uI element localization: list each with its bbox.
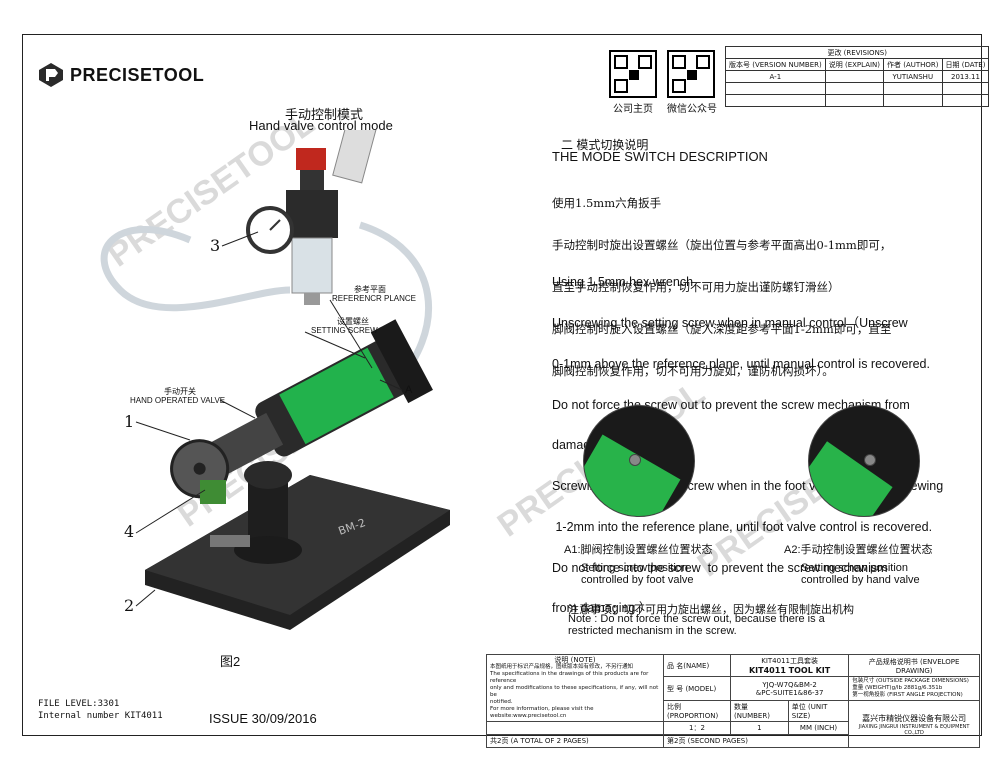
photo-foot-valve bbox=[583, 405, 695, 517]
qr-label: 公司主页 bbox=[613, 104, 653, 115]
rev-explain bbox=[824, 70, 885, 83]
spec-row: 重量 (WEIGHT)g/lb 2881g/6.351b bbox=[852, 685, 976, 692]
qr-wechat: 微信公众号 bbox=[667, 50, 717, 115]
title-note: 说明 (NOTE) 本图纸用于标识产品规格，图纸版本如有修改，不另行通知 The… bbox=[486, 654, 664, 722]
note-line: The specifications in the drawings of th… bbox=[490, 670, 649, 684]
spec-row: 包装尺寸 (OUTSIDE PACKAGE DIMENSIONS) bbox=[852, 678, 976, 685]
model-line2: &PC-SUITE1&86-37 bbox=[755, 688, 824, 697]
label-screw-en: SETTING SCREW bbox=[311, 326, 378, 335]
photo1-line1: Setting screw position bbox=[581, 562, 688, 574]
brand-logo: PRECISETOOL bbox=[38, 62, 204, 88]
proportion-label: 比例 (PROPORTION) bbox=[663, 700, 731, 722]
rev-version: A-1 bbox=[725, 70, 826, 83]
unit-label: 单位 (UNIT SIZE) bbox=[787, 700, 850, 722]
spec-label: 重量 (WEIGHT)g/lb bbox=[852, 685, 902, 691]
en-line: 0-1mm above the reference plane, until m… bbox=[552, 356, 930, 371]
company-cn: 嘉兴市精锐仪器设备有限公司 bbox=[862, 713, 967, 723]
cn-line: 使用1.5mm六角扳手 bbox=[552, 196, 662, 210]
rev-col-date: 日期 (DATE) bbox=[941, 58, 990, 71]
drawing-title: 产品规格说明书 (ENVELOPE DRAWING) bbox=[848, 654, 980, 677]
callout-2: 2 bbox=[124, 596, 135, 615]
label-ref-en: REFERENCR PLANCE bbox=[332, 294, 417, 303]
photo2-title: A2:手动控制设置螺丝位置状态 bbox=[784, 544, 933, 556]
en-line: Unscrewing the setting screw when in man… bbox=[552, 315, 908, 330]
spec-label: 包装尺寸 (OUTSIDE PACKAGE DIMENSIONS) bbox=[852, 678, 969, 684]
page-number: 第2页 (SECOND PAGES) bbox=[662, 734, 850, 748]
model-value: YJQ-W7Q&BM-2 &PC-SUITE1&86-37 bbox=[729, 676, 850, 701]
number-value: 1 bbox=[730, 721, 789, 735]
photo2-line2: controlled by hand valve bbox=[801, 574, 920, 586]
description-cn: 使用1.5mm六角扳手 手动控制时旋出设置螺丝（旋出位置与参考平面高出0-1mm… bbox=[552, 168, 891, 392]
label-a: A bbox=[405, 384, 413, 396]
qr-label: 微信公众号 bbox=[667, 104, 717, 115]
note-line: only and modifications to these specific… bbox=[490, 684, 659, 698]
company-block: 嘉兴市精锐仪器设备有限公司 JIAXING JINGRUI INSTRUMENT… bbox=[848, 700, 980, 748]
internal-number: Internal number KIT4011 bbox=[38, 711, 163, 721]
title-block: 说明 (NOTE) 本图纸用于标识产品规格，图纸版本如有修改，不另行通知 The… bbox=[486, 654, 980, 748]
rev-col-explain: 说明 (EXPLAIN) bbox=[824, 58, 885, 71]
rev-col-version: 版本号 (VERSION NUMBER) bbox=[725, 58, 826, 71]
spec-row: 第一视角投影 (FIRST ANGLE PROJECTION) bbox=[852, 692, 976, 699]
photo1-line2: controlled by foot valve bbox=[581, 574, 694, 586]
note-en-2: restricted mechanism in the screw. bbox=[568, 625, 737, 637]
product-name: KIT4011工具套装 KIT4011 TOOL KIT bbox=[729, 654, 850, 677]
en-line: Using 1.5mm hex wrench bbox=[552, 275, 694, 290]
rev-date: 2013.11 bbox=[941, 70, 990, 83]
product-name-cn: KIT4011工具套装 bbox=[761, 657, 818, 665]
company-en: JIAXING JINGRUI INSTRUMENT & EQUIPMENT C… bbox=[858, 723, 970, 736]
cn-line: 脚阀控制时旋入设置螺丝（旋入深度距参考平面1-2mm即可，直至 bbox=[552, 322, 892, 336]
callout-1: 1 bbox=[124, 412, 135, 431]
note-line: 本图纸用于标识产品规格，图纸版本如有修改，不另行通知 bbox=[490, 663, 634, 670]
unit-value: MM (INCH) bbox=[787, 721, 850, 735]
en-line: Do not force into the screw to prevent t… bbox=[552, 560, 888, 575]
label-ref-cn: 参考平面 bbox=[354, 285, 386, 294]
rev-author: YUTIANSHU bbox=[883, 70, 943, 83]
callout-3: 3 bbox=[210, 236, 221, 255]
note-en-1: Note : Do not force the screw out, becau… bbox=[568, 613, 825, 625]
spec-label: 第一视角投影 (FIRST ANGLE PROJECTION) bbox=[852, 692, 963, 698]
note-line: notified. bbox=[490, 698, 513, 705]
model-label: 型 号 (MODEL) bbox=[663, 676, 731, 701]
name-label: 品 名(NAME) bbox=[663, 654, 731, 677]
en-line: 1-2mm into the reference plane, until fo… bbox=[552, 519, 933, 534]
label-valve-en: HAND OPERATED VALVE bbox=[130, 396, 226, 405]
qr-code-icon bbox=[609, 50, 657, 98]
spec-value: 2881g/6.351b bbox=[903, 685, 943, 691]
revisions-table: 更改 (REVISIONS) 版本号 (VERSION NUMBER) 说明 (… bbox=[724, 46, 990, 107]
file-level: FILE LEVEL:3301 bbox=[38, 699, 120, 709]
issue-date: ISSUE 30/09/2016 bbox=[209, 711, 317, 726]
figure-title-cn: 手动控制模式 bbox=[285, 107, 364, 122]
device-illustration: BM-2 bbox=[100, 130, 450, 630]
cn-line: 脚阀控制恢复作用，切不可用力旋如，谨防机构损坏）。 bbox=[552, 364, 834, 378]
rev-col-author: 作者 (AUTHOR) bbox=[883, 58, 943, 71]
note-header: 说明 (NOTE) bbox=[554, 655, 596, 664]
en-line: from damaging.） bbox=[552, 601, 652, 616]
label-screw-cn: 设置螺丝 bbox=[337, 317, 369, 326]
qr-code-icon bbox=[667, 50, 715, 98]
number-label: 数量 (NUMBER) bbox=[730, 700, 789, 722]
label-valve-cn: 手动开关 bbox=[164, 387, 196, 396]
photo2-line1: Setting screw position bbox=[801, 562, 908, 574]
description-heading-en: THE MODE SWITCH DESCRIPTION bbox=[552, 149, 768, 164]
photo1-title: A1:脚阀控制设置螺丝位置状态 bbox=[564, 544, 713, 556]
description-heading-cn: 二 模式切换说明 bbox=[561, 138, 649, 152]
proportion-value: 1：2 bbox=[663, 721, 731, 735]
revisions-header: 更改 (REVISIONS) bbox=[724, 46, 990, 59]
note-line: For more information, please visit the w… bbox=[490, 705, 594, 719]
cn-line: 手动控制时旋出设置螺丝（旋出位置与参考平面高出0-1mm即可， bbox=[552, 238, 892, 252]
spec-rows: 包装尺寸 (OUTSIDE PACKAGE DIMENSIONS) 重量 (WE… bbox=[848, 676, 980, 701]
brand-name: PRECISETOOL bbox=[70, 64, 205, 85]
product-name-en: KIT4011 TOOL KIT bbox=[748, 666, 831, 675]
cn-line: 直至手动控制恢复作用，切不可用力旋出谨防螺钉滑丝） bbox=[552, 280, 840, 294]
brand-mark-icon bbox=[39, 63, 63, 87]
callout-4: 4 bbox=[124, 522, 135, 541]
qr-homepage: 公司主页 bbox=[609, 50, 657, 115]
model-line1: YJQ-W7Q&BM-2 bbox=[762, 680, 817, 689]
figure-caption: 图2 bbox=[220, 654, 241, 669]
total-pages: 共2页 (A TOTAL OF 2 PAGES) bbox=[486, 734, 664, 748]
photo-hand-valve bbox=[808, 405, 920, 517]
note-cn: 注意事项：切不可用力旋出螺丝，因为螺丝有限制旋出机构 bbox=[568, 604, 854, 616]
